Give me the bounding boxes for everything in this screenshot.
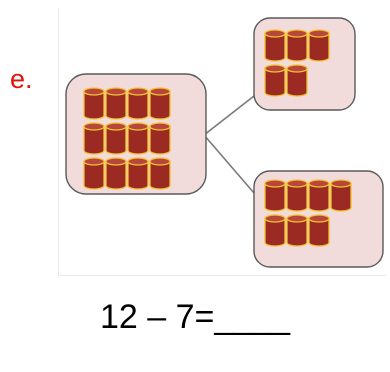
can-icon [105, 122, 127, 155]
can-icon [127, 122, 149, 155]
can-icon [83, 122, 105, 155]
can-icon [149, 157, 171, 190]
bond-connector-top [203, 95, 255, 136]
can-icon [83, 157, 105, 190]
can-icon [264, 64, 286, 97]
equation: 12 – 7=____ [99, 298, 291, 336]
can-icon [286, 64, 308, 97]
can-icon [286, 29, 308, 62]
can-icon [308, 214, 330, 247]
can-icon [286, 179, 308, 212]
can-icon [127, 87, 149, 120]
can-icon [149, 87, 171, 120]
can-icon [105, 157, 127, 190]
can-icon [308, 29, 330, 62]
can-icon [264, 29, 286, 62]
can-icon [308, 179, 330, 212]
bond-connector-bottom [203, 134, 255, 194]
part-cans-top [264, 29, 330, 97]
can-icon [149, 122, 171, 155]
can-icon [330, 179, 352, 212]
can-icon [264, 179, 286, 212]
can-icon [286, 214, 308, 247]
can-icon [83, 87, 105, 120]
can-icon [105, 87, 127, 120]
whole-cans [83, 87, 171, 190]
problem-letter: e. [10, 64, 33, 94]
can-icon [264, 214, 286, 247]
figure-frame [58, 8, 386, 276]
part-cans-bottom [264, 179, 352, 247]
can-icon [127, 157, 149, 190]
